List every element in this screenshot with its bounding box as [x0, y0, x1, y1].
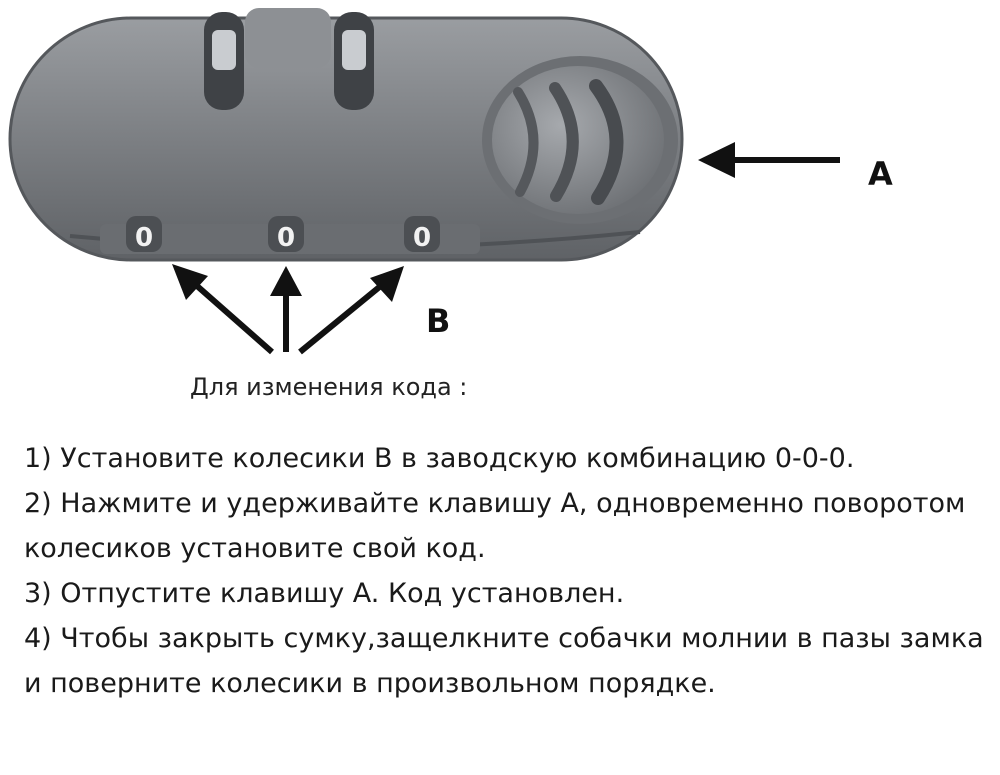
instruction-step-2: 2) Нажмите и удерживайте клавишу A, одно… — [24, 488, 966, 564]
instruction-step-4: 4) Чтобы закрыть сумку,защелкните собачк… — [24, 623, 984, 699]
arrows-to-dials — [172, 264, 404, 355]
instructions-heading: Для изменения кода : — [190, 373, 468, 401]
bottom-dials: 0 0 0 — [100, 216, 480, 254]
instruction-step-1: 1) Установите колесики B в заводскую ком… — [24, 443, 855, 474]
instructions-list: 1) Установите колесики B в заводскую ком… — [24, 436, 984, 706]
top-dial-wheels — [204, 8, 374, 110]
instruction-step-3: 3) Отпустите клавишу A. Код установлен. — [24, 578, 625, 609]
dial-digit-2: 0 — [277, 223, 295, 253]
combination-lock-illustration: 0 0 0 — [8, 8, 840, 355]
label-b: B — [426, 302, 451, 340]
arrow-to-button-a — [698, 142, 840, 178]
button-a — [482, 56, 678, 224]
dial-digit-1: 0 — [135, 223, 153, 253]
label-a: A — [868, 155, 893, 193]
dial-window-1: 0 — [126, 216, 162, 253]
dial-window-3: 0 — [404, 216, 440, 253]
dial-digit-3: 0 — [413, 223, 431, 253]
dial-window-2: 0 — [268, 216, 304, 253]
